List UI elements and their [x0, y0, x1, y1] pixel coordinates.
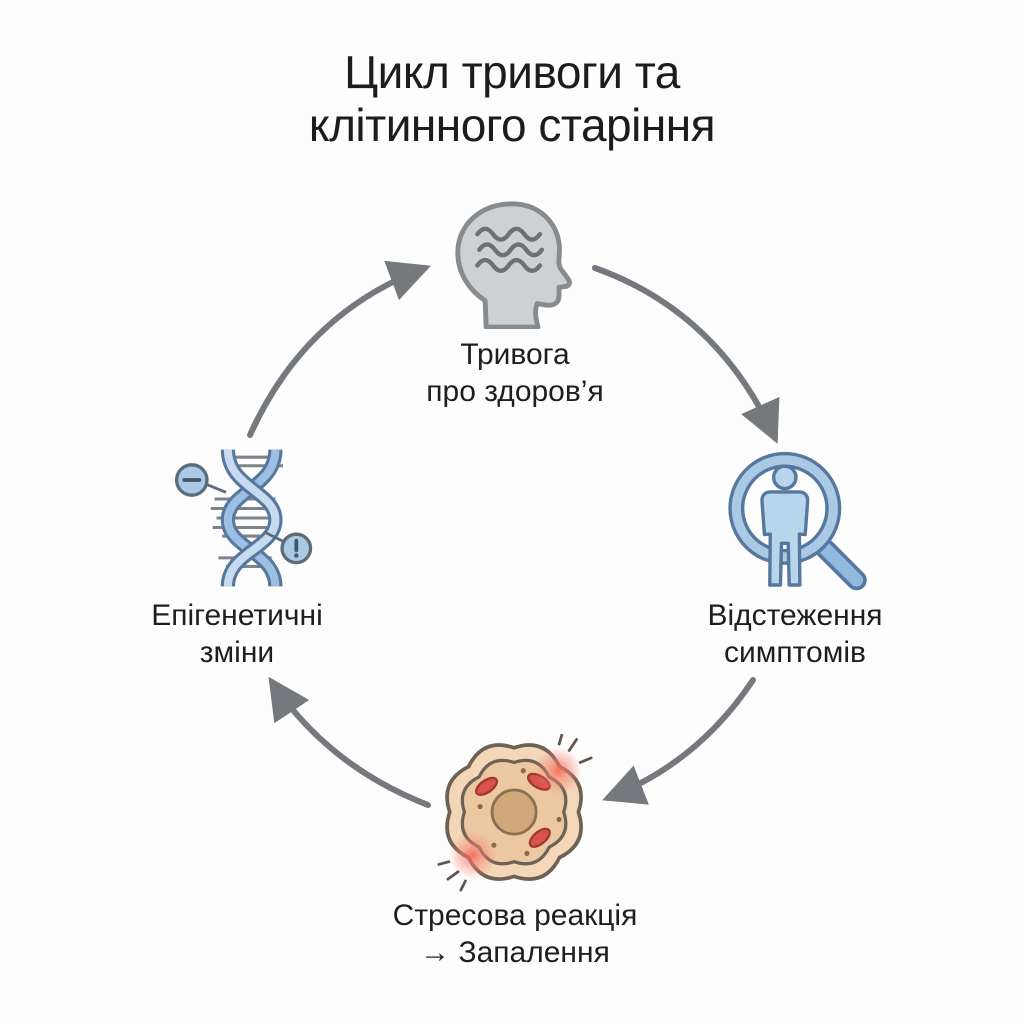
- magnifier-ring-outer-edge: [728, 451, 842, 565]
- person-figure: [760, 464, 810, 587]
- magnifier-handle: [819, 542, 864, 587]
- magnifier-person-icon: [728, 451, 867, 591]
- label-stress-inflammation: Стресова реакція → Запалення: [392, 899, 638, 969]
- magnifier-ring-band: [730, 453, 840, 564]
- page-title: Цикл тривоги та клітинного старіння: [0, 46, 1024, 153]
- person-head: [771, 464, 798, 491]
- stress-waves: [475, 226, 545, 273]
- node-symptom-tracking: Відстеження симптомів: [650, 448, 940, 672]
- methyl-connector-line: [204, 482, 227, 494]
- person-body: [760, 490, 810, 587]
- node-health-anxiety: Тривога про здоров’я: [370, 197, 660, 411]
- label-health-anxiety: Тривога про здоров’я: [426, 338, 604, 408]
- cell-nucleus: [490, 788, 538, 836]
- label-epigenetic-changes: Епігенетичні зміни: [151, 599, 323, 669]
- node-stress-inflammation: Стресова реакція → Запалення: [370, 734, 660, 972]
- dna-epigenetics-icon: [174, 448, 313, 588]
- alert-connector-line: [264, 530, 285, 544]
- label-symptom-tracking: Відстеження симптомів: [707, 599, 883, 669]
- dna-strands: [220, 448, 283, 588]
- anxious-head-icon: [455, 201, 572, 329]
- inflammation-glow-top: [534, 746, 583, 795]
- exclamation-dot: [294, 553, 299, 558]
- inflamed-cell-icon: [437, 734, 593, 892]
- title-line-2: клітинного старіння: [308, 99, 716, 152]
- title-line-1: Цикл тривоги та: [344, 46, 680, 98]
- head-profile-shape: [455, 201, 572, 329]
- inflammation-glow-bottom: [448, 831, 497, 880]
- node-epigenetic-changes: Епігенетичні зміни: [92, 442, 382, 672]
- inflammation-spark-lines: [437, 734, 593, 892]
